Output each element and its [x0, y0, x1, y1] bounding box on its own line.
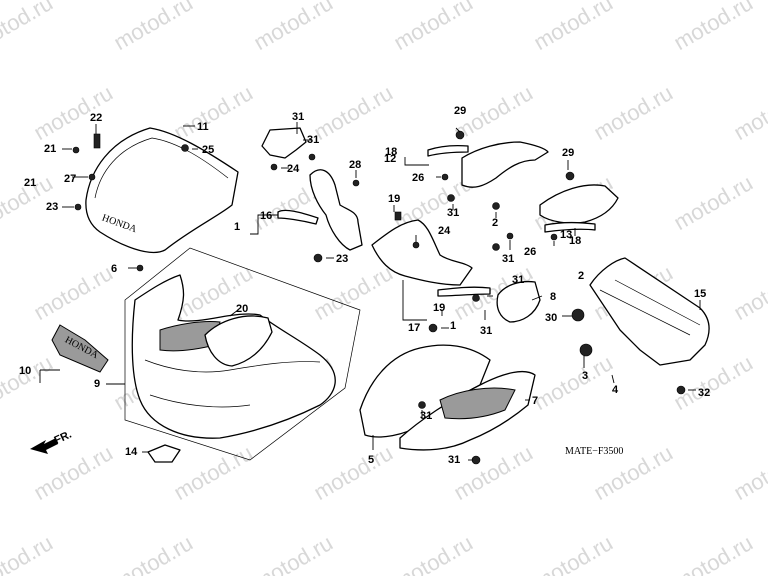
part-number-label: 14	[125, 446, 138, 458]
front-arrow: FR.	[30, 429, 74, 454]
part-number-label: 2	[578, 270, 584, 282]
part-number-label: 12	[384, 153, 396, 165]
bracket-6	[261, 127, 307, 159]
part-number-label: 19	[388, 193, 400, 205]
part-number-label: 31	[420, 410, 432, 422]
part-number-label: 10	[19, 365, 31, 377]
diagram-code: MATE−F3500	[565, 446, 623, 457]
group-outline	[124, 247, 361, 461]
part-number-label: 31	[292, 111, 304, 123]
part-number-label: 5	[368, 454, 374, 466]
part-number-label: 21	[44, 143, 56, 155]
part-number-label: 24	[438, 225, 451, 237]
emblem-10	[51, 324, 109, 373]
part-number-label: 21	[24, 177, 36, 189]
upper-cover-12	[461, 141, 549, 188]
part-number-label: 31	[502, 253, 514, 265]
part-number-label: 3	[582, 370, 588, 382]
part-number-label: 30	[545, 312, 557, 324]
bracket-8	[496, 280, 541, 323]
part-number-label: 16	[260, 210, 272, 222]
part-number-label: 23	[46, 201, 58, 213]
fairing-stay-15	[589, 257, 710, 366]
trim-strip-19b	[437, 286, 491, 297]
part-number-label: 7	[532, 395, 538, 407]
part-number-label: 32	[698, 387, 710, 399]
grommet-14	[147, 444, 181, 463]
part-number-label: 19	[433, 302, 445, 314]
part-number-label: 15	[694, 288, 706, 300]
part-number-label: 26	[524, 246, 536, 258]
part-number-label: 31	[480, 325, 492, 337]
group-brackets	[39, 157, 576, 383]
part-number-label: 31	[447, 207, 459, 219]
part-number-label: 17	[408, 322, 420, 334]
trim-strip-18	[427, 144, 469, 157]
duct-grille	[439, 387, 516, 420]
part-number-label: 26	[412, 172, 424, 184]
leader-lines	[62, 122, 701, 461]
part-number-label: 28	[349, 159, 361, 171]
inner-panel-left	[309, 169, 363, 251]
trim-strip-19	[277, 209, 319, 225]
panel-20	[204, 315, 273, 367]
part-number-label: 25	[202, 144, 214, 156]
part-number-label: 20	[236, 303, 248, 315]
part-number-label: 18	[569, 235, 581, 247]
trim-strip-18b	[544, 221, 596, 233]
part-number-label: 31	[448, 454, 460, 466]
air-duct-17	[371, 219, 473, 286]
part-number-label: 2	[492, 217, 498, 229]
front-arrow-label: FR.	[52, 429, 73, 447]
part-number-label: 24	[287, 163, 300, 175]
part-number-label: 13	[560, 229, 572, 241]
part-number-label: 1	[450, 320, 456, 332]
windscreen: HONDA	[85, 127, 239, 254]
fastener-set	[72, 130, 686, 465]
part-number-label: 23	[336, 253, 348, 265]
part-number-label: 6	[111, 263, 117, 275]
part-number-label: 29	[454, 105, 466, 117]
inner-cover-13	[539, 184, 619, 224]
part-number-label: 31	[307, 134, 319, 146]
lower-cowl-5	[359, 344, 491, 438]
part-number-label: 18	[385, 146, 397, 158]
part-number-label: 31	[512, 274, 524, 286]
part-number-label: 9	[94, 378, 100, 390]
part-number-label: 22	[90, 112, 102, 124]
part-number-label: 4	[612, 384, 619, 396]
part-number-label: 29	[562, 147, 574, 159]
part-number-label: 1	[234, 221, 240, 233]
part-number-label: 27	[64, 173, 76, 185]
part-number-label: 11	[197, 121, 209, 133]
part-number-label: 8	[550, 291, 556, 303]
